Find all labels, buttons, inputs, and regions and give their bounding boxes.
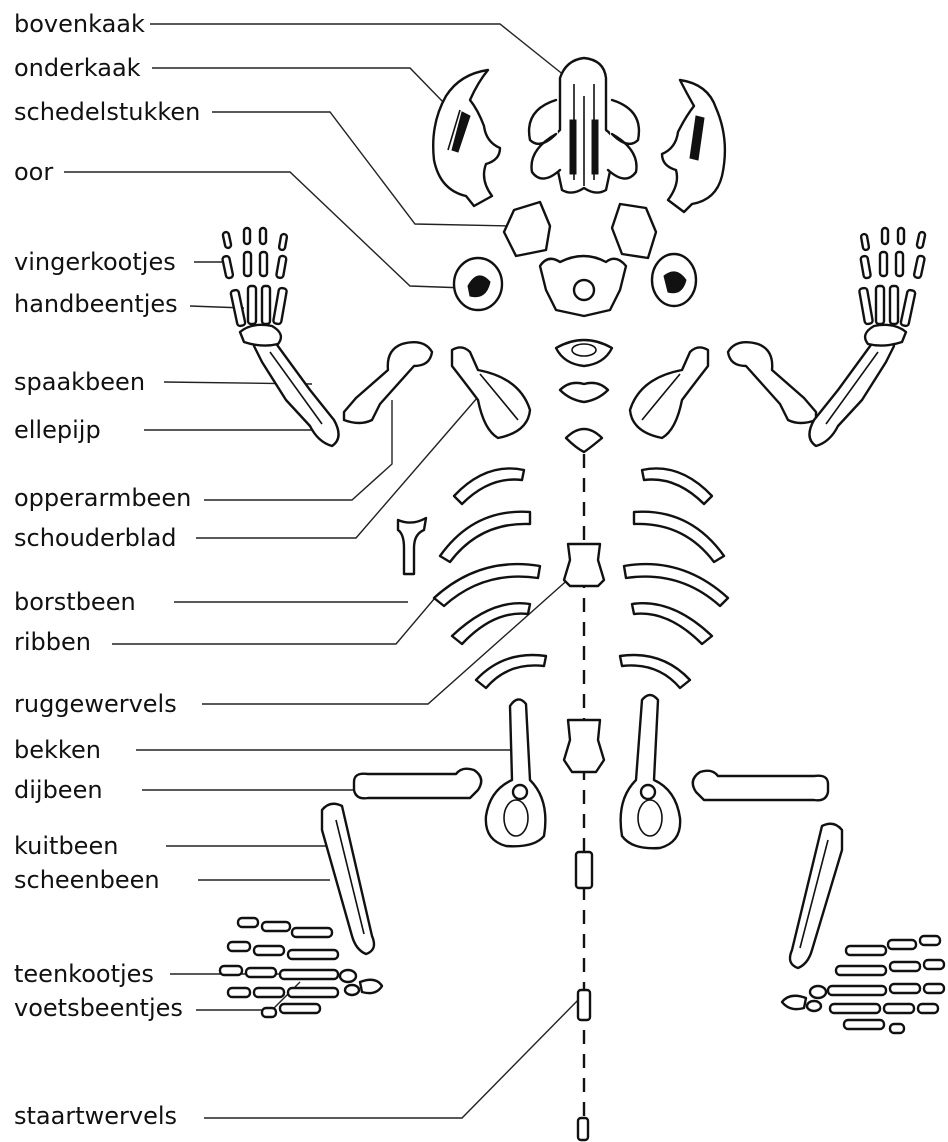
radius-ulna-right (809, 337, 894, 446)
label-kuitbeen: kuitbeen (14, 832, 118, 860)
leader-schouderblad (196, 390, 484, 538)
rib-right-5 (620, 655, 690, 688)
tail-vertebra-1 (576, 852, 592, 888)
rib-right-1 (642, 468, 712, 504)
skull (433, 58, 725, 316)
rib-left-5 (476, 655, 546, 688)
label-staartwervels: staartwervels (14, 1102, 177, 1130)
rib-left-3 (434, 564, 540, 606)
lumbar-vertebra (564, 720, 604, 772)
tibia-fibula-right (790, 824, 842, 968)
labels: bovenkaak onderkaak schedelstukken oor v… (14, 10, 200, 1130)
leg-left (220, 769, 481, 1017)
label-opperarmbeen: opperarmbeen (14, 484, 191, 512)
humerus-left (344, 342, 432, 423)
humerus-right (728, 342, 816, 423)
label-voetsbeentjes: voetsbeentjes (14, 994, 183, 1022)
thoracic-vertebra (564, 544, 604, 586)
scapula-right (630, 347, 708, 438)
spine (556, 340, 612, 1140)
tail-vertebra-3 (578, 1118, 588, 1140)
rib-left-2 (440, 512, 530, 562)
label-ribben: ribben (14, 628, 91, 656)
rib-right-2 (634, 512, 724, 562)
leader-ruggewervels (202, 576, 572, 704)
scapula-left (452, 347, 530, 438)
skull-wing-right (608, 100, 639, 179)
skull-piece-right (612, 204, 656, 258)
label-dijbeen: dijbeen (14, 776, 103, 804)
label-bovenkaak: bovenkaak (14, 10, 145, 38)
femur-right (693, 771, 828, 801)
label-vingerkootjes: vingerkootjes (14, 248, 176, 276)
rib-left-1 (454, 468, 524, 504)
label-schouderblad: schouderblad (14, 524, 177, 552)
skull-piece-left (504, 202, 550, 256)
label-handbeentjes: handbeentjes (14, 290, 178, 318)
leader-bovenkaak (150, 24, 570, 80)
axis-vertebra (560, 383, 608, 402)
ribs (398, 468, 728, 688)
sternum (398, 518, 426, 574)
skull-wing-left (529, 100, 560, 179)
label-schedelstukken: schedelstukken (14, 98, 200, 126)
label-spaakbeen: spaakbeen (14, 368, 145, 396)
label-ellepijp: ellepijp (14, 416, 101, 444)
label-oor: oor (14, 158, 53, 186)
hand-left (222, 228, 287, 346)
label-bekken: bekken (14, 736, 101, 764)
pelvis-right (621, 695, 681, 848)
tail-vertebra-2 (578, 990, 590, 1020)
leg-right (693, 771, 944, 1033)
label-scheenbeen: scheenbeen (14, 866, 160, 894)
lower-jaw-left (433, 70, 500, 206)
label-ruggewervels: ruggewervels (14, 690, 177, 718)
rib-right-3 (624, 564, 728, 606)
leader-ribben (112, 592, 440, 644)
hand-right (859, 228, 926, 346)
pelvis-left (486, 699, 546, 846)
label-onderkaak: onderkaak (14, 54, 141, 82)
cervical-vertebra (566, 429, 602, 452)
rib-right-4 (632, 603, 712, 644)
label-teenkootjes: teenkootjes (14, 960, 154, 988)
femur-left (354, 769, 481, 799)
label-borstbeen: borstbeen (14, 588, 136, 616)
